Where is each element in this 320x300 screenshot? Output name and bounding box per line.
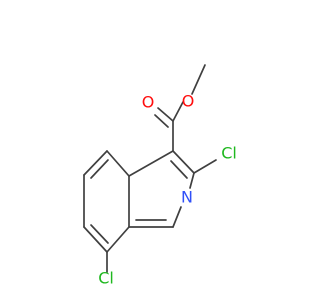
bond-c8-to-c8a: [106, 226, 130, 253]
carbonyl-oxygen-label: O: [142, 93, 155, 112]
bond-methyl-to-ester-oxygen: [191, 64, 206, 95]
chemical-structure-diagram: O O N Cl Cl: [83, 64, 237, 288]
bond-c5-to-c6-inner: [90, 159, 109, 179]
bond-c4a-to-c4: [128, 150, 174, 177]
bond-c4-to-c3-inner: [170, 160, 188, 179]
bond-carbonyl-carbon-to-carbonyl-oxygen-2: [154, 114, 169, 128]
chlorine-c3-label: Cl: [221, 144, 237, 163]
ring-nitrogen-label: N: [181, 188, 193, 207]
chlorine-c8-label: Cl: [98, 269, 114, 288]
bond-c4-to-c3: [172, 150, 195, 174]
ester-oxygen-label: O: [182, 92, 195, 111]
bond-c7-to-c8-inner: [90, 224, 109, 244]
bond-carbonyl-carbon-to-carbonyl-oxygen-1: [157, 107, 174, 122]
bond-n-to-c1: [172, 206, 182, 228]
bond-c5-to-c6: [83, 150, 108, 176]
bond-c7-to-c8: [83, 226, 108, 253]
structure-canvas: O O N Cl Cl: [83, 64, 237, 288]
bond-c3-to-cl: [193, 159, 217, 174]
bond-ester-oxygen-to-carbonyl-carbon: [172, 101, 184, 122]
bond-c4a-to-c5: [106, 150, 130, 177]
bond-c3-to-n: [189, 172, 195, 189]
